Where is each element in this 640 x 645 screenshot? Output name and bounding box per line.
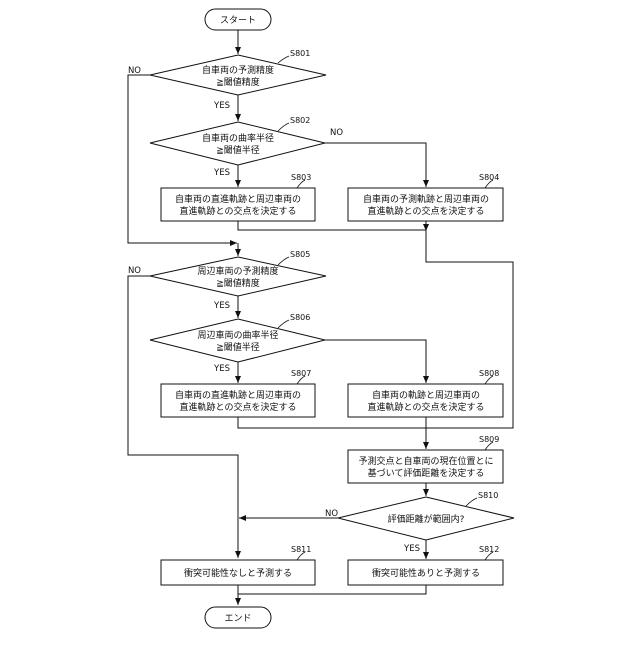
step-text-line: 直進軌跡との交点を決定する [180, 401, 297, 413]
leader-line [278, 257, 289, 265]
step-number: S808 [479, 369, 499, 378]
step-text-line: ≧閾値精度 [216, 277, 260, 289]
label-s810-yes: YES [403, 544, 420, 554]
step-s806: 周辺車両の曲率半径 ≧閾値半径 S806 [150, 313, 325, 362]
label-s806-yes: YES [213, 364, 230, 374]
start-label: スタート [220, 15, 256, 26]
leader-line [466, 498, 477, 506]
step-text-line: 衝突可能性なしと予測する [184, 567, 292, 579]
step-number: S812 [479, 545, 499, 554]
step-s801: 自車両の予測精度 ≧閾値精度 S801 [150, 49, 326, 95]
step-text-line: 周辺車両の曲率半径 [197, 329, 278, 341]
label-s805-yes: YES [213, 301, 230, 311]
step-text-line: 自車両の予測軌跡と周辺車両の [363, 193, 489, 205]
step-number: S804 [479, 173, 499, 182]
label-s802-yes: YES [213, 168, 230, 178]
label-s802-no: NO [330, 128, 343, 138]
edge-s806-no [325, 340, 426, 383]
step-s802: 自車両の曲率半径 ≧閾値半径 S802 [150, 116, 325, 165]
start-terminal: スタート [205, 9, 271, 30]
leader-line [278, 320, 289, 328]
step-s805: 周辺車両の予測精度 ≧閾値精度 S805 [150, 250, 326, 296]
step-text-line: 直進軌跡との交点を決定する [368, 205, 485, 217]
step-number: S806 [290, 313, 310, 322]
edge-s803-join [238, 221, 426, 230]
step-text-line: ≧閾値精度 [216, 76, 260, 88]
step-text-line: 自車両の直進軌跡と周辺車両の [175, 389, 301, 401]
label-s801-yes: YES [213, 101, 230, 111]
step-text-line: 評価距離が範囲内? [388, 513, 465, 525]
edge-s802-no [325, 143, 426, 187]
label-s805-no: NO [128, 266, 141, 276]
step-number: S803 [291, 173, 311, 182]
step-text-line: 直進軌跡との交点を決定する [180, 205, 297, 217]
step-text-line: ≧閾値半径 [216, 144, 260, 156]
end-terminal: エンド [205, 607, 271, 628]
leader-line [278, 56, 289, 63]
step-number: S810 [478, 491, 498, 500]
step-text-line: 自車両の曲率半径 [202, 132, 274, 144]
step-text-line: 基づいて評価距離を決定する [368, 467, 485, 479]
step-text-line: 自車両の予測精度 [202, 64, 274, 76]
step-number: S809 [479, 435, 499, 444]
step-number: S811 [291, 545, 311, 554]
step-number: S801 [290, 49, 310, 58]
label-s810-no: NO [325, 509, 338, 519]
step-text-line: 自車両の直進軌跡と周辺車両の [175, 193, 301, 205]
step-text-line: 衝突可能性ありと予測する [372, 567, 480, 579]
label-s801-no: NO [128, 66, 141, 76]
step-number: S805 [290, 250, 310, 259]
step-number: S807 [291, 369, 311, 378]
step-text-line: 周辺車両の予測精度 [197, 265, 278, 277]
edge-s812-join [238, 585, 426, 594]
step-s810: 評価距離が範囲内? S810 [338, 491, 514, 540]
step-text-line: ≧閾値半径 [216, 341, 260, 353]
step-text-line: 直進軌跡との交点を決定する [368, 401, 485, 413]
edge-s807-join [238, 417, 426, 428]
step-text-line: 自車両の軌跡と周辺車両の [372, 389, 480, 401]
step-number: S802 [290, 116, 310, 125]
step-text-line: 予測交点と自車両の現在位置とに [358, 455, 493, 467]
leader-line [278, 123, 289, 131]
end-label: エンド [224, 614, 251, 624]
